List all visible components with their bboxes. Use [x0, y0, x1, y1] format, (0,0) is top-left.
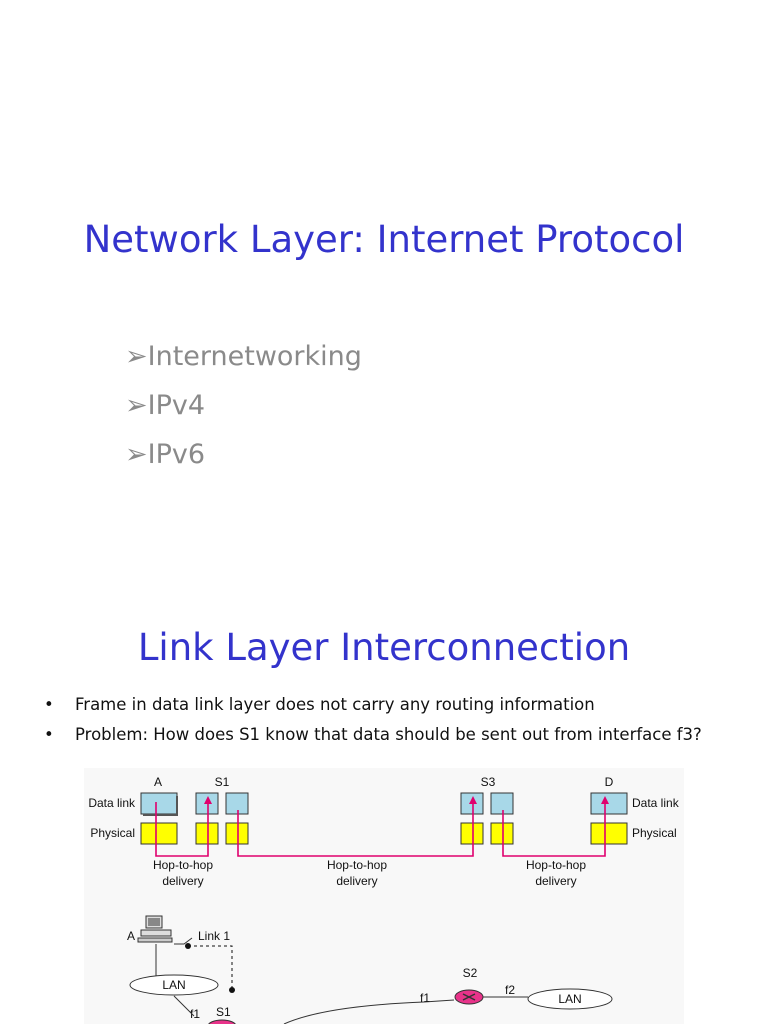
physical-box-s3-in — [460, 822, 484, 845]
hop-label-2b: delivery — [336, 874, 377, 888]
link-1-label: Link 1 — [198, 929, 230, 943]
data-link-box-a — [140, 792, 178, 815]
network-figure: A S1 S3 D Data link Physical Data link P… — [84, 768, 684, 1024]
bullet-item: •Frame in data link layer does not carry… — [44, 690, 702, 720]
physical-box-a — [140, 822, 178, 845]
hop-label-1a: Hop-to-hop — [153, 858, 213, 872]
data-link-box-s3-out — [490, 792, 514, 815]
bullet-item: •Problem: How does S1 know that data sho… — [44, 720, 702, 750]
bullet-item: ➢IPv4 — [125, 390, 206, 421]
hop-label-1b: delivery — [162, 874, 203, 888]
slide-title: Link Layer Interconnection — [137, 626, 631, 669]
link-pointer — [174, 937, 193, 945]
layer-label-physical: Physical — [90, 826, 135, 840]
computer-icon — [137, 915, 173, 943]
hop-label-3b: delivery — [535, 874, 576, 888]
bullet-item: ➢Internetworking — [125, 341, 362, 372]
lan-ellipse — [129, 974, 219, 996]
arrow-bullet-icon: ➢ — [125, 341, 148, 372]
arrow-up-icon — [601, 796, 609, 804]
physical-box-s1-out — [225, 822, 249, 845]
lan-label: LAN — [558, 992, 581, 1006]
router-cross-icon — [462, 993, 476, 1001]
data-link-box-s1-out — [225, 792, 249, 815]
physical-box-s3-out — [490, 822, 514, 845]
interface-label-f1: f1 — [190, 1007, 200, 1021]
hop-label-2a: Hop-to-hop — [327, 858, 387, 872]
dot-bullet-icon: • — [44, 695, 54, 714]
lan-ellipse — [527, 988, 613, 1010]
bullet-list: ➢Internetworking ➢IPv4 ➢IPv6 — [125, 332, 362, 479]
slide-title: Network Layer: Internet Protocol — [83, 218, 685, 261]
layer-label-data-link: Data link — [88, 796, 136, 810]
node-label-s1: S1 — [215, 775, 230, 789]
lan-label: LAN — [162, 978, 185, 992]
node-label-a: A — [154, 775, 162, 789]
node-label-s3: S3 — [481, 775, 496, 789]
dot-bullet-icon: • — [44, 725, 54, 744]
host-label-a: A — [127, 929, 135, 943]
layer-diagram: A S1 S3 D Data link Physical Data link P… — [84, 768, 684, 1024]
arrow-bullet-icon: ➢ — [125, 439, 148, 470]
node-label-d: D — [605, 775, 614, 789]
data-link-box-d — [590, 792, 628, 815]
router-label-s2: S2 — [463, 966, 478, 980]
arrow-up-icon — [469, 796, 477, 804]
arrow-bullet-icon: ➢ — [125, 390, 148, 421]
layer-label-physical: Physical — [632, 826, 677, 840]
layer-label-data-link: Data link — [632, 796, 680, 810]
hop-label-3a: Hop-to-hop — [526, 858, 586, 872]
physical-box-s1-in — [195, 822, 219, 845]
arrow-up-icon — [204, 796, 212, 804]
router-label-s1: S1 — [216, 1005, 231, 1019]
bullet-list: •Frame in data link layer does not carry… — [44, 690, 702, 750]
delivery-path — [155, 800, 606, 857]
link-1-dashed — [188, 945, 233, 990]
interface-label-f2: f2 — [505, 983, 515, 997]
physical-box-d — [590, 822, 628, 845]
bullet-item: ➢IPv6 — [125, 439, 206, 470]
interface-label-f1: f1 — [420, 991, 430, 1005]
box-shadow — [143, 796, 178, 816]
router-icon — [208, 1019, 236, 1024]
network-cloud — [283, 1001, 425, 1024]
